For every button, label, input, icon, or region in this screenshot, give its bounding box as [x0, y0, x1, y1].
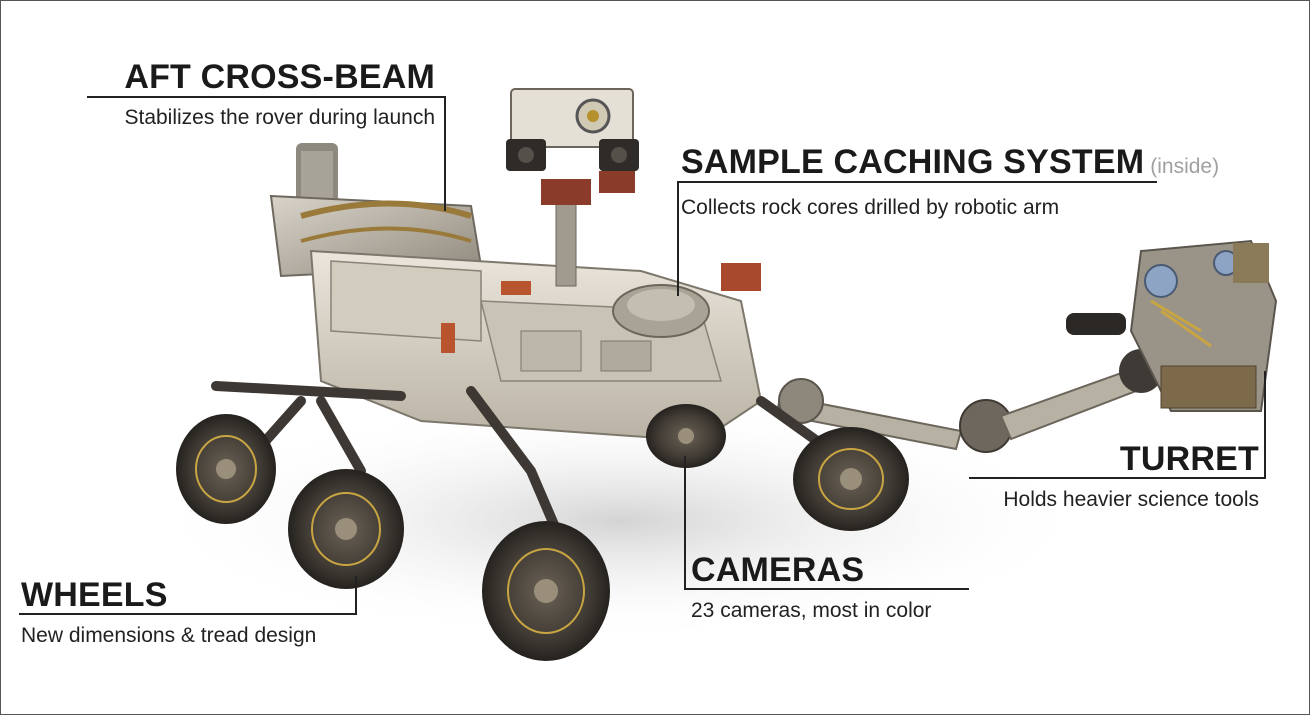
- wheels-leader: [355, 576, 357, 615]
- cameras-desc: 23 cameras, most in color: [691, 599, 932, 622]
- cameras-title: CAMERAS: [691, 551, 865, 589]
- rover-body: [309, 249, 763, 443]
- turret-rule: [969, 477, 1265, 479]
- aft-cross-beam-title: AFT CROSS-BEAM: [124, 58, 435, 96]
- remote-sensing-mast: [506, 88, 639, 287]
- sample-caching-callout: SAMPLE CACHING SYSTEM(inside) Collects r…: [681, 144, 1219, 221]
- wheels-desc: New dimensions & tread design: [21, 624, 317, 647]
- turret-title: TURRET: [1119, 440, 1259, 478]
- cameras-callout: CAMERAS 23 cameras, most in color: [691, 552, 931, 624]
- sample-caching-note: (inside): [1150, 155, 1220, 178]
- turret-callout: TURRET Holds heavier science tools: [1003, 441, 1259, 513]
- sample-caching-desc: Collects rock cores drilled by robotic a…: [681, 196, 1060, 219]
- sample-caching-leader: [677, 181, 679, 296]
- turret-part: [1066, 239, 1278, 412]
- cameras-leader: [684, 456, 686, 590]
- sample-caching-rule: [677, 181, 1157, 183]
- sample-caching-title: SAMPLE CACHING SYSTEM: [681, 143, 1145, 181]
- wheels-callout: WHEELS New dimensions & tread design: [21, 577, 316, 649]
- aft-cross-beam-callout: AFT CROSS-BEAM Stabilizes the rover duri…: [124, 59, 435, 131]
- turret-leader: [1264, 371, 1266, 479]
- cameras-rule: [684, 588, 969, 590]
- wheels-part: [176, 404, 909, 661]
- aft-cross-beam-rule: [87, 96, 445, 98]
- sample-caching-title-row: SAMPLE CACHING SYSTEM(inside): [681, 144, 1219, 185]
- aft-cross-beam-leader: [444, 96, 446, 211]
- wheels-title: WHEELS: [21, 576, 168, 614]
- aft-cross-beam-part: [269, 143, 483, 278]
- robotic-arm: [774, 349, 1163, 453]
- wheels-rule: [19, 613, 357, 615]
- suspension: [211, 381, 836, 546]
- aft-cross-beam-desc: Stabilizes the rover during launch: [124, 106, 435, 129]
- turret-desc: Holds heavier science tools: [1003, 488, 1259, 511]
